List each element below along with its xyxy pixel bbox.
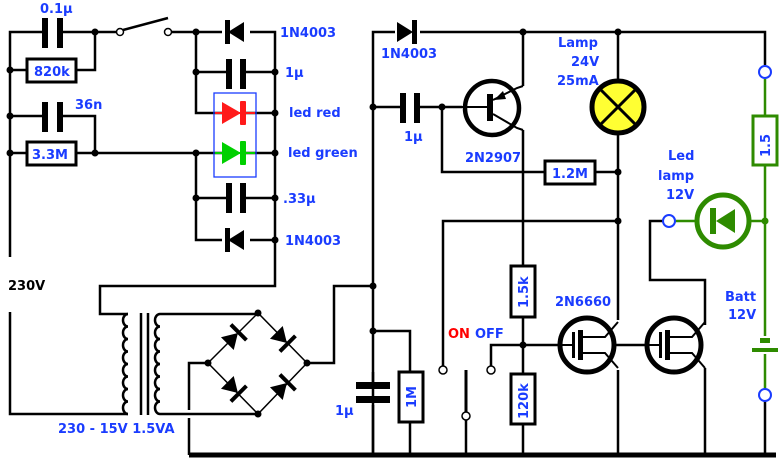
resistor-label: 120k bbox=[517, 383, 532, 419]
resistor-label: 1.5k bbox=[517, 276, 532, 308]
cap-label: 1µ bbox=[285, 66, 304, 81]
capacitor-0.33u bbox=[226, 183, 246, 213]
led-lamp-label: Led bbox=[668, 149, 694, 164]
led-lamp-voltage: 12V bbox=[666, 188, 694, 203]
resistor-1.2M bbox=[543, 159, 597, 186]
mosfet-2 bbox=[644, 315, 706, 375]
transformer-label: 230 - 15V 1.5VA bbox=[58, 422, 175, 437]
resistor-label: 1.2M bbox=[552, 167, 588, 182]
lamp-label: Lamp bbox=[558, 36, 598, 51]
switch-on-label: ON bbox=[448, 327, 470, 342]
diode-1n4003-bottom bbox=[225, 228, 244, 252]
led-red bbox=[215, 101, 255, 125]
diode-1n4003-top bbox=[225, 20, 244, 44]
cap-label: 36n bbox=[75, 98, 102, 113]
capacitor-36n bbox=[42, 102, 63, 132]
bridge-rectifier bbox=[187, 284, 373, 455]
cap-label: 1µ bbox=[335, 404, 354, 419]
terminal-lamp bbox=[758, 65, 772, 79]
capacitor-1u bbox=[226, 59, 246, 89]
resistor-label: 1M bbox=[405, 386, 420, 408]
transistor-label: 2N2907 bbox=[465, 151, 521, 166]
diode-1n4003-right bbox=[397, 20, 417, 44]
diode-label: 1N4003 bbox=[280, 26, 336, 41]
diode-label: 1N4003 bbox=[285, 234, 341, 249]
cap-label: .33µ bbox=[283, 192, 316, 207]
resistor-label: 1.5 bbox=[759, 134, 774, 157]
led-red-label: led red bbox=[289, 106, 341, 121]
led-lamp bbox=[694, 192, 752, 250]
resistor-3.3M bbox=[25, 140, 78, 167]
capacitor-0.1u bbox=[42, 18, 63, 48]
battery-voltage: 12V bbox=[728, 308, 756, 323]
circuit-wires bbox=[371, 30, 767, 455]
resistor-820k bbox=[25, 57, 78, 84]
transistor-pnp bbox=[462, 78, 524, 138]
led-lamp-label-2: lamp bbox=[658, 169, 694, 184]
lamp-24v bbox=[589, 78, 647, 136]
junction-nodes bbox=[6, 28, 769, 418]
lamp-current: 25mA bbox=[557, 74, 599, 89]
capacitor-1u-reservoir bbox=[356, 382, 390, 403]
battery-12v bbox=[752, 338, 778, 352]
terminal-battery bbox=[758, 388, 772, 402]
transformer bbox=[121, 312, 258, 416]
resistor-120k bbox=[509, 372, 537, 426]
resistor-1.5k bbox=[509, 264, 537, 319]
mosfet-label: 2N6660 bbox=[555, 295, 611, 310]
led-box bbox=[213, 92, 257, 178]
cap-label: 0.1µ bbox=[40, 2, 73, 17]
battery-label: Batt bbox=[725, 290, 756, 305]
switch-off-label: OFF bbox=[475, 327, 504, 342]
resistor-1M bbox=[397, 370, 425, 424]
resistor-label: 820k bbox=[34, 65, 70, 80]
mains-wires bbox=[8, 30, 277, 416]
mains-switch bbox=[115, 16, 173, 37]
mosfet-1 bbox=[557, 315, 619, 375]
resistor-1.5 bbox=[751, 114, 779, 167]
on-off-switch[interactable] bbox=[438, 365, 496, 421]
lamp-voltage: 24V bbox=[571, 55, 599, 70]
resistor-label: 3.3M bbox=[32, 148, 68, 163]
terminal-led-lamp bbox=[662, 214, 676, 228]
diode-label: 1N4003 bbox=[381, 47, 437, 62]
cap-label: 1µ bbox=[404, 130, 423, 145]
led-green bbox=[215, 141, 255, 165]
led-green-label: led green bbox=[288, 146, 358, 161]
mains-label: 230V bbox=[8, 279, 45, 294]
capacitor-1u-coupling bbox=[400, 93, 420, 123]
